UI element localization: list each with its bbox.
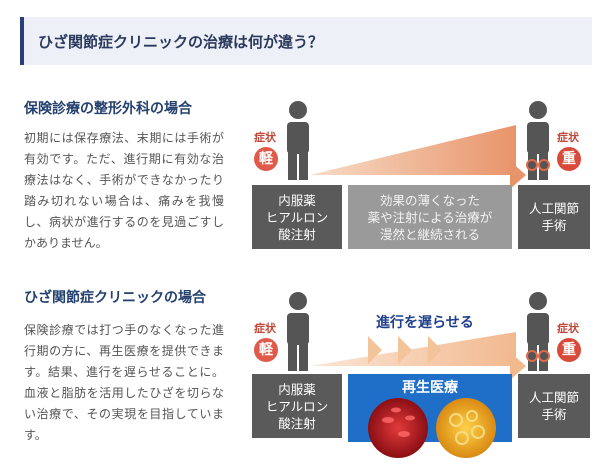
section2-title: ひざ関節症クリニックの場合 bbox=[24, 290, 206, 306]
section1-body: 初期には保存療法、末期には手術が有効です。ただ、進行期に有効な治療法はなく、手術… bbox=[24, 131, 224, 250]
fat-cell-icon bbox=[436, 398, 496, 458]
heavy-badge: 重 bbox=[557, 338, 581, 362]
section1-title: 保険診療の整形外科の場合 bbox=[24, 101, 192, 117]
regen-title: 再生医療 bbox=[402, 380, 458, 396]
slow-arrows bbox=[368, 336, 442, 364]
progression-wedge bbox=[310, 125, 516, 175]
progression-graphic bbox=[287, 101, 550, 189]
box-continued-treatment: 効果の薄くなった 薬や注射による治療が 漫然と継続される bbox=[348, 185, 512, 249]
light-badge: 軽 bbox=[254, 338, 278, 362]
symptom-label-right: 症状 bbox=[557, 131, 579, 144]
box-line: 薬や注射による治療が bbox=[367, 209, 493, 225]
box-line: ヒアルロン bbox=[265, 398, 329, 414]
box-line: 効果の薄くなった bbox=[379, 192, 480, 208]
progression-wedge bbox=[310, 332, 516, 366]
box-surgery: 人工関節 手術 bbox=[518, 374, 590, 438]
page-header: ひざ関節症クリニックの治療は何が違う？ bbox=[20, 17, 592, 65]
person-right-icon bbox=[526, 292, 550, 371]
symptom-label-right: 症状 bbox=[557, 322, 579, 335]
symptom-label-left: 症状 bbox=[254, 322, 276, 335]
blood-cell-icon bbox=[368, 398, 428, 458]
section1-diagram: 症状 軽 症状 重 進行する 内服薬 ヒアルロン 酸注射 効果の薄くなった 薬や… bbox=[248, 95, 598, 285]
regen-illustration bbox=[368, 398, 496, 458]
symptom-label-left: 症状 bbox=[254, 131, 276, 144]
arrow-head bbox=[510, 161, 526, 189]
progression-graphic bbox=[287, 292, 550, 380]
arrow-head bbox=[510, 352, 526, 380]
box-line: 内服薬 bbox=[278, 192, 316, 208]
box-medication: 内服薬 ヒアルロン 酸注射 bbox=[252, 374, 342, 438]
box-line: 人工関節 bbox=[528, 390, 579, 405]
heavy-badge: 重 bbox=[557, 147, 581, 171]
section2-body: 保険診療では打つ手のなくなった進行期の方に、再生医療を提供できます。結果、進行を… bbox=[24, 323, 224, 442]
box-line: 手術 bbox=[541, 407, 567, 422]
arrow-text: 進行を遅らせる bbox=[376, 315, 474, 331]
arrow-text: 進行する bbox=[398, 128, 454, 144]
box-line: ヒアルロン bbox=[265, 209, 329, 225]
box-medication: 内服薬 ヒアルロン 酸注射 bbox=[252, 185, 342, 249]
person-left-icon bbox=[287, 101, 309, 180]
box-line: 漫然と継続される bbox=[379, 226, 480, 242]
box-line: 酸注射 bbox=[278, 415, 316, 431]
person-right-icon bbox=[526, 101, 550, 180]
section2-diagram: 症状 軽 症状 重 進行を遅らせる 内服薬 ヒアルロン 酸注射 再生医療 bbox=[248, 288, 598, 471]
person-left-icon bbox=[287, 292, 309, 371]
light-badge: 軽 bbox=[254, 147, 278, 171]
box-line: 手術 bbox=[541, 218, 567, 233]
box-surgery: 人工関節 手術 bbox=[518, 185, 590, 249]
box-line: 酸注射 bbox=[278, 226, 316, 242]
box-line: 人工関節 bbox=[528, 201, 579, 216]
page-title: ひざ関節症クリニックの治療は何が違う？ bbox=[38, 33, 324, 51]
box-line: 内服薬 bbox=[278, 381, 316, 397]
